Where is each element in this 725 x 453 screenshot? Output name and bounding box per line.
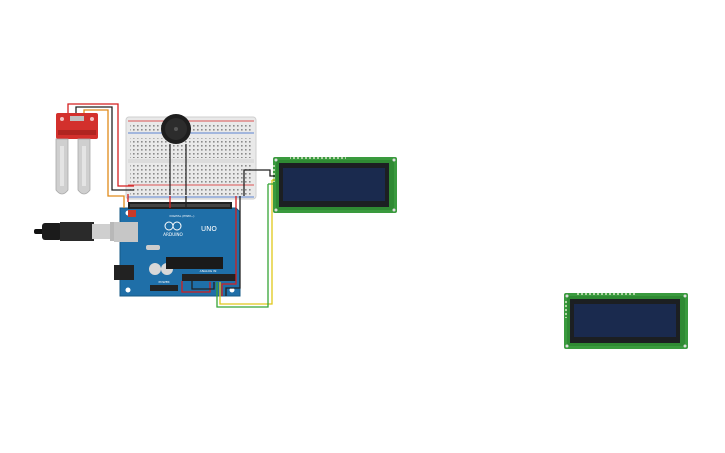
wire-arduino-black-loop[interactable] xyxy=(191,281,215,290)
wire-sensor-signal[interactable] xyxy=(83,109,125,208)
wire-sensor-gnd[interactable] xyxy=(75,106,134,191)
arduino-brand-label: ARDUINO xyxy=(163,232,183,237)
wire-lcd-sda[interactable] xyxy=(219,179,275,305)
wire-arduino-red-loop[interactable] xyxy=(181,281,211,293)
breadboard[interactable] xyxy=(125,116,257,200)
arduino-digital-label: DIGITAL (PWM~) xyxy=(170,214,195,218)
arduino-power-label: POWER xyxy=(158,280,169,284)
arduino-analog-label: ANALOG IN xyxy=(200,269,217,273)
wire-lcd-gnd[interactable] xyxy=(225,169,275,296)
arduino-uno-board[interactable]: ARDUINO UNO DIGITAL (PWM~) POWER ANALOG … xyxy=(114,202,241,297)
wire-sensor-vcc[interactable] xyxy=(67,103,134,187)
wire-breadboard-power[interactable] xyxy=(127,194,171,208)
arduino-logo-icon xyxy=(164,221,182,231)
lcd-display-main[interactable] xyxy=(273,157,397,213)
piezo-buzzer[interactable] xyxy=(161,114,191,195)
lcd-display-secondary[interactable] xyxy=(564,293,688,349)
soil-moisture-sensor[interactable] xyxy=(55,113,98,195)
arduino-model-label: UNO xyxy=(201,225,217,233)
wire-lcd-vcc[interactable] xyxy=(221,196,237,296)
usb-cable[interactable] xyxy=(34,222,136,241)
wire-lcd-scl[interactable] xyxy=(216,183,275,308)
